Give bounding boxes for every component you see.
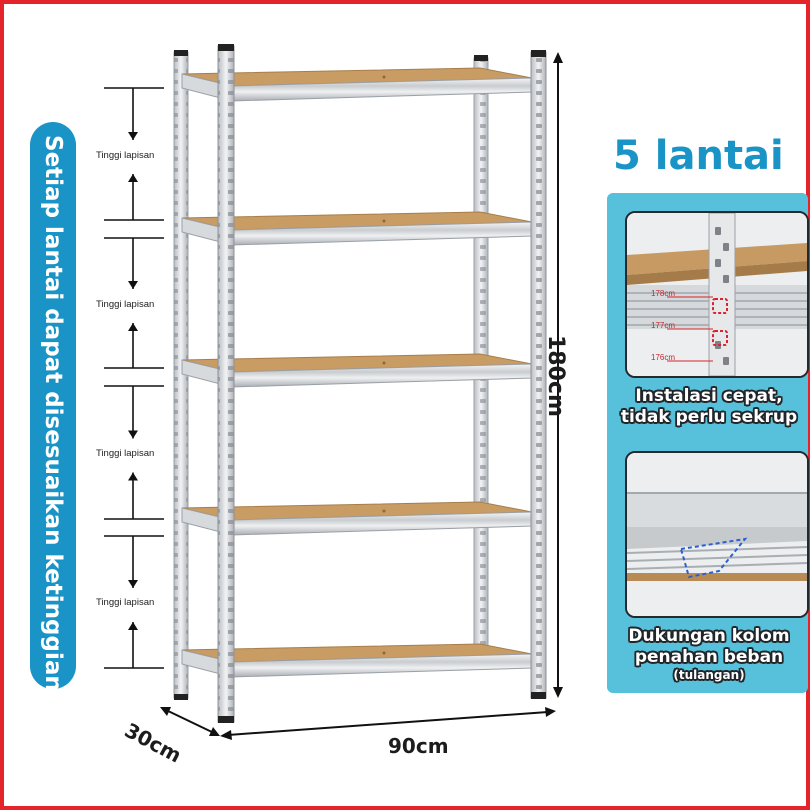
height-dimension-line: [553, 52, 563, 698]
height-mark-label: 177cm: [651, 321, 676, 330]
layer-height-marker: [104, 87, 164, 221]
layer-height-markers: [104, 87, 164, 669]
layer-height-label: Tinggi lapisan: [96, 597, 155, 608]
height-mark-label: 178cm: [651, 289, 676, 298]
shelf-level: [181, 501, 533, 536]
support-rib-detail-image: [625, 451, 809, 618]
layer-height-marker: [104, 385, 164, 520]
feature1-caption-line1: Instalasi cepat,: [635, 386, 783, 406]
feature1-caption: Instalasi cepat, tidak perlu sekrup: [610, 386, 808, 428]
depth-dimension-line: [160, 707, 220, 736]
front-posts: [217, 44, 547, 723]
height-label: 180cm: [543, 335, 568, 417]
layer-height-marker: [104, 237, 164, 369]
width-dimension-line: [220, 707, 556, 740]
layer-height-label: Tinggi lapisan: [96, 299, 155, 310]
feature2-caption-line2: penahan beban: [634, 647, 784, 667]
shelves: [181, 67, 533, 678]
side-label-pill: [30, 122, 76, 689]
shelf-count-title: 5 lantai: [613, 133, 784, 179]
no-screw-detail-image: [625, 211, 809, 378]
layer-height-marker: [104, 535, 164, 669]
width-label: 90cm: [388, 734, 449, 758]
height-mark-label: 176cm: [651, 353, 676, 362]
layer-height-label: Tinggi lapisan: [96, 448, 155, 459]
layer-height-label: Tinggi lapisan: [96, 150, 155, 161]
feature2-caption-sub: (tulangan): [673, 668, 745, 682]
feature1-caption-line2: tidak perlu sekrup: [620, 407, 798, 427]
feature2-caption-line1: Dukungan kolom: [628, 626, 790, 646]
feature2-caption: Dukungan kolom penahan beban: [610, 626, 808, 668]
